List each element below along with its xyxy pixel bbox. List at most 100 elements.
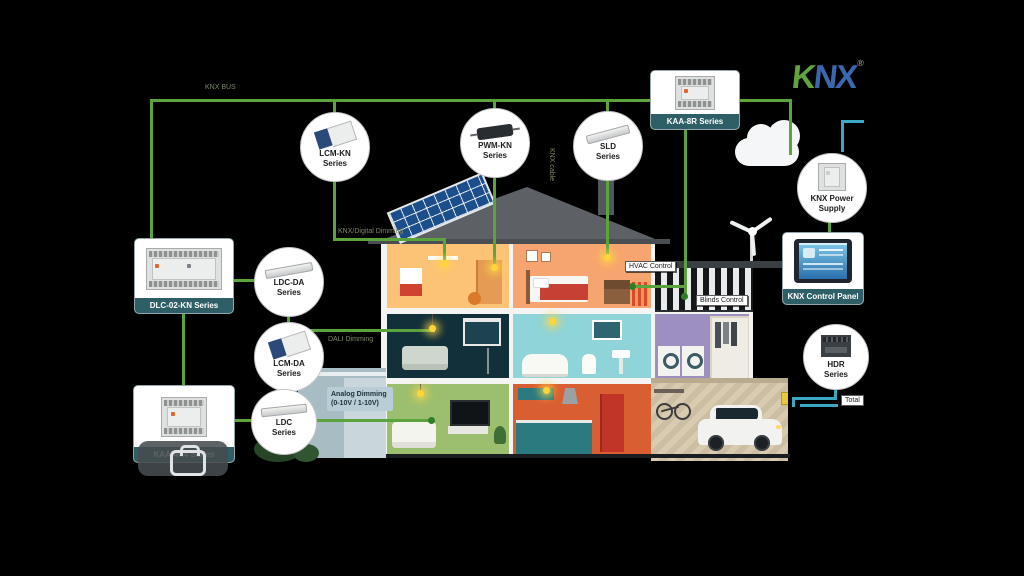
- ceiling-lamp: [429, 325, 436, 332]
- garage-shelf: [654, 389, 684, 393]
- room-bathroom: [513, 314, 651, 378]
- hanging-clothes: [723, 322, 729, 344]
- dali-controller-icon: [135, 239, 233, 298]
- room-den: [387, 314, 509, 378]
- analog-dimming-line1: Analog Dimming: [331, 391, 387, 398]
- led-driver-icon: [267, 330, 311, 361]
- kitchen-counter: [516, 420, 592, 454]
- dali-dimming-label: DALI Dimming: [328, 336, 374, 343]
- fridge: [600, 394, 624, 452]
- drawer-unit: [400, 268, 422, 296]
- pendant-stem: [432, 314, 433, 327]
- touch-panel-icon: [783, 233, 863, 289]
- dresser: [604, 280, 630, 304]
- bed-headboard: [526, 270, 530, 304]
- tv: [450, 400, 490, 426]
- car-wheel: [754, 435, 770, 451]
- garage-wall-device: [781, 392, 788, 405]
- line-kaa4-to-ldc: [232, 419, 254, 422]
- mirror: [592, 320, 622, 340]
- hvac-connection-dot: [629, 283, 636, 290]
- teal-line-hdr-h: [792, 397, 837, 400]
- wing-roof-band: [647, 261, 790, 268]
- car-wheel: [708, 435, 724, 451]
- node-label: Series: [823, 369, 849, 379]
- room-laundry: [655, 314, 749, 378]
- knx-logo: KNX®: [790, 58, 864, 96]
- line-kaa8-vertical: [684, 127, 687, 297]
- node-label: Series: [271, 428, 297, 437]
- roof-eave: [368, 239, 670, 244]
- range-hood: [562, 388, 578, 404]
- node-label: Series: [322, 158, 347, 168]
- node-label: LCM-KN: [319, 148, 351, 158]
- actuator-icon: [134, 386, 234, 447]
- ceiling-lamp: [441, 260, 448, 267]
- bathtub: [522, 354, 568, 377]
- power-supply-icon: [818, 162, 846, 191]
- ceiling-lamp: [491, 264, 498, 271]
- bicycle-wheel: [656, 403, 673, 420]
- node-dlc-02-kn-series: DLC-02-KN Series: [134, 238, 234, 314]
- car-headlight: [776, 425, 781, 429]
- line-dali-horizontal: [287, 329, 435, 332]
- node-label: Series: [595, 152, 621, 161]
- hanging-clothes: [715, 322, 721, 348]
- linear-driver-icon: [260, 404, 308, 418]
- node-label: HDR: [827, 359, 845, 369]
- teal-line-hdr-h2: [800, 404, 838, 407]
- camera-icon: [170, 450, 206, 476]
- knx-digital-dimming-label: KNX/Digital Dimming: [338, 228, 404, 235]
- led-driver-icon: [313, 120, 357, 151]
- car-window: [714, 408, 758, 420]
- teal-line-top-v: [841, 120, 844, 152]
- line-pwm-vertical: [493, 99, 496, 267]
- node-knx-control-panel: KNX Control Panel: [782, 232, 864, 305]
- toilet: [582, 354, 596, 374]
- linear-driver-icon: [264, 262, 314, 280]
- line-lcmkn-horizontal: [333, 238, 445, 241]
- camera-watermark: [138, 441, 228, 476]
- bed-blanket: [540, 284, 588, 300]
- sofa: [392, 422, 436, 448]
- hanging-clothes: [731, 322, 737, 346]
- hvac-control-tag: HVAC Control: [625, 261, 677, 272]
- sofa: [402, 346, 448, 370]
- actuator-icon: [651, 71, 739, 114]
- room-kids: [387, 244, 509, 308]
- node-label: PWM-KN: [478, 140, 512, 150]
- porch-railing: [298, 372, 386, 376]
- line-analog-horizontal: [313, 419, 431, 422]
- teddy-bear: [468, 292, 481, 305]
- led-driver-icon: [476, 123, 514, 141]
- box-label: KNX Control Panel: [783, 289, 863, 304]
- room-kitchen: [513, 384, 651, 454]
- din-psu-icon: [821, 334, 851, 357]
- node-label: LDC: [275, 418, 293, 428]
- line-dlc-to-kaa4: [182, 312, 185, 386]
- ceiling-lamp: [543, 387, 550, 394]
- box-label: DLC-02-KN Series: [135, 298, 233, 313]
- line-dlc-to-ldcda: [232, 279, 256, 282]
- line-hvac-horizontal: [633, 285, 686, 288]
- node-label: Series: [276, 288, 301, 297]
- washer-door: [663, 353, 679, 369]
- bus-label: KNX BUS: [205, 84, 236, 91]
- cloud-part: [768, 120, 800, 152]
- blinds-control-tag: Blinds Control: [696, 295, 748, 306]
- total-tag: Total: [841, 395, 864, 406]
- node-label: Series: [276, 368, 301, 378]
- room-bedroom: [513, 244, 651, 308]
- node-kaa-8r-series: KAA-8R Series: [650, 70, 740, 130]
- bus-line-left-vertical: [150, 99, 153, 240]
- line-lamp1-drop: [443, 238, 446, 264]
- knx-cable-label: KNX cable: [548, 148, 555, 182]
- sink-pedestal: [619, 358, 623, 374]
- teal-line-hdr-v2: [792, 397, 795, 407]
